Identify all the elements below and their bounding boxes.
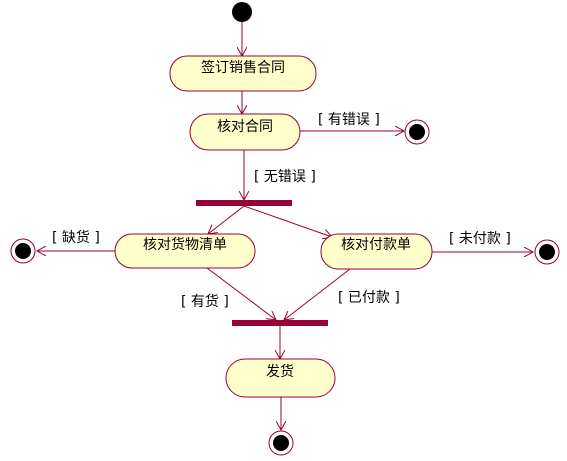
final-node-error bbox=[404, 119, 430, 145]
activity-ship-goods: 发货 bbox=[225, 358, 336, 398]
join-bar bbox=[232, 320, 328, 326]
guard-unpaid: [ 未付款 ] bbox=[449, 231, 511, 247]
initial-node bbox=[232, 2, 252, 22]
activity-check-contract-label: 核对合同 bbox=[217, 119, 273, 135]
final-node-end bbox=[268, 430, 294, 456]
activity-check-goods-list-label: 核对货物清单 bbox=[143, 236, 227, 253]
fork-bar bbox=[196, 200, 292, 206]
flows bbox=[37, 22, 533, 430]
flow-fork-to-payment bbox=[243, 205, 332, 237]
activity-sign-contract: 签订销售合同 bbox=[169, 55, 317, 92]
activity-check-payment-slip-label: 核对付款单 bbox=[341, 237, 411, 253]
activity-check-contract: 核对合同 bbox=[189, 113, 301, 151]
guard-in-stock: [ 有货 ] bbox=[181, 293, 229, 310]
activity-check-payment-slip: 核对付款单 bbox=[320, 233, 433, 270]
final-node-out-of-stock bbox=[10, 238, 36, 264]
guard-no-error: [ 无错误 ] bbox=[254, 169, 316, 185]
guard-has-error: [ 有错误 ] bbox=[318, 112, 380, 128]
guard-paid: [ 已付款 ] bbox=[338, 290, 400, 306]
activity-sign-contract-label: 签订销售合同 bbox=[201, 59, 285, 76]
flow-payment-to-join bbox=[284, 268, 351, 320]
guard-out-of-stock: [ 缺货 ] bbox=[52, 229, 100, 246]
flow-goods-to-join bbox=[206, 267, 276, 320]
final-node-unpaid bbox=[534, 239, 560, 265]
flow-fork-to-goods bbox=[208, 205, 245, 234]
activity-ship-goods-label: 发货 bbox=[266, 363, 294, 380]
activity-check-goods-list: 核对货物清单 bbox=[114, 233, 256, 269]
